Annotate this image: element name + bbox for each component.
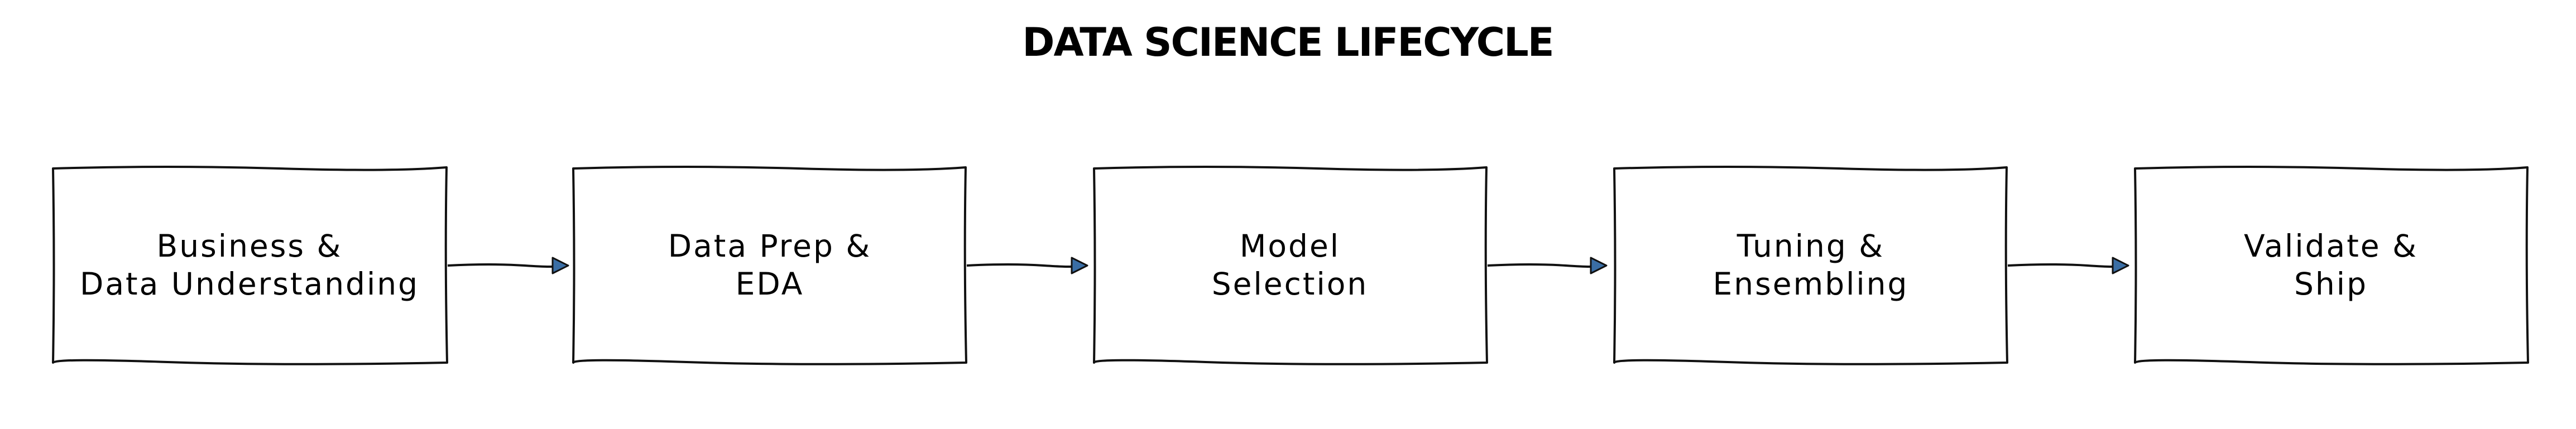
step-box-frame [1613,166,2008,365]
step-business-data-understanding: Business & Data Understanding [52,166,448,365]
step-label-line2: Ensembling [1713,266,1909,302]
step-label-line2: EDA [736,266,804,302]
arrow-head-icon [551,257,569,274]
arrow-head-icon [1590,257,1608,274]
step-label-line1: Business & [157,228,343,264]
step-label-line1: Model [1240,228,1340,264]
diagram-title: DATA SCIENCE LIFECYCLE [1022,20,1553,65]
arrow-head-icon [2112,257,2129,274]
step-label-line2: Data Understanding [80,266,419,302]
step-label-line1: Tuning & [1736,228,1884,264]
step-label-line2: Selection [1212,266,1368,302]
arrow-head-icon [1071,257,1088,274]
step-box-frame [52,166,448,365]
step-label-line2: Ship [2294,266,2368,302]
step-model-selection: Model Selection [1093,166,1488,365]
step-label-line1: Validate & [2244,228,2418,264]
step-tuning-ensembling: Tuning & Ensembling [1613,166,2008,365]
step-data-prep-eda: Data Prep & EDA [572,166,967,365]
step-label-line1: Data Prep & [668,228,872,264]
flow-arrow [2007,257,2129,274]
step-validate-ship: Validate & Ship [2134,166,2529,365]
step-box-frame [572,166,967,365]
flow-arrow [447,257,569,274]
flow-arrow [966,257,1088,274]
flow-arrow [1487,257,1608,274]
step-box-frame [1093,166,1488,365]
step-box-frame [2134,166,2529,365]
